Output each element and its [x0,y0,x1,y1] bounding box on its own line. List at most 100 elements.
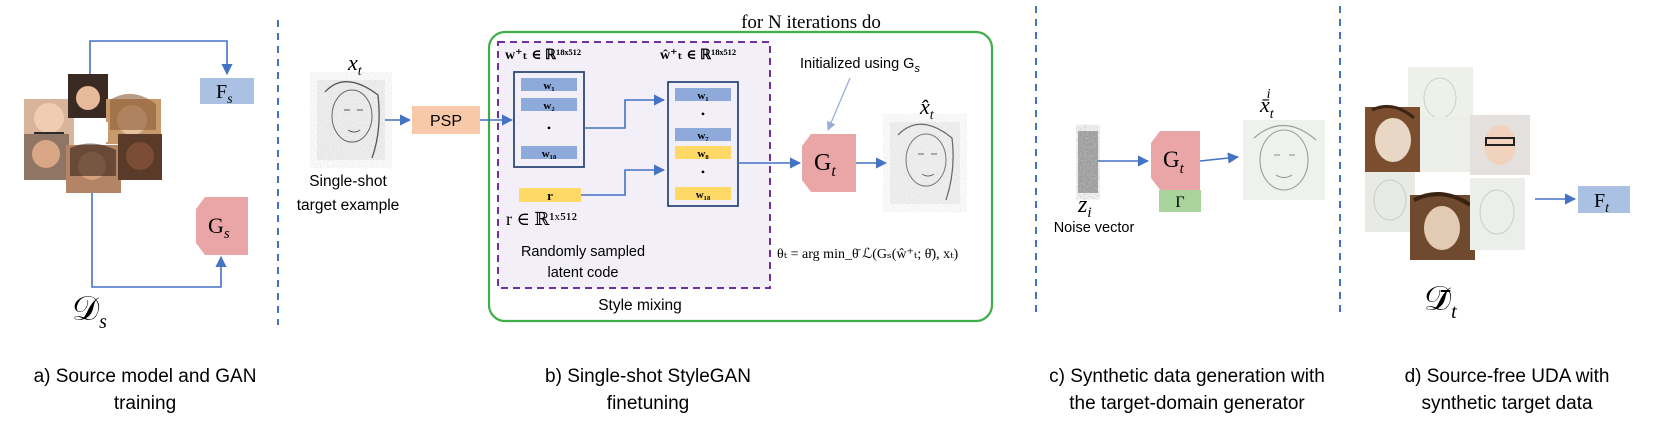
arrow-wplus-to-what [584,94,666,129]
panel-a: Fs Gs 𝒟s a) Source model and GAN trainin… [24,40,257,414]
what-entry-ellipsis-2: • [701,165,705,179]
source-generator-block: Gs [196,197,248,255]
synthetic-superscript: i [1267,87,1271,102]
target-generator-block-b: Gt [802,134,856,192]
svg-text:𝒟̄t: 𝒟̄t [1424,281,1457,323]
svg-text:𝒟s: 𝒟s [72,291,107,333]
svg-text:x̂t: x̂t [919,94,935,123]
wplus-entry-ellipsis: • [547,121,551,135]
arrow-dataset-to-classifier [89,40,233,98]
source-classifier-block: Fs [200,78,254,107]
target-classifier-block: Ft [1578,186,1630,216]
synthetic-sketch-image [1243,120,1325,200]
target-classifier-label: F [1594,190,1605,212]
caption-b-line2: finetuning [607,393,689,414]
svg-text:Gt: Gt [814,150,836,180]
generator-c-subscript: t [1180,161,1185,177]
wplus-entry-w18: w₁₈ [542,148,557,160]
random-latent-bar [519,188,581,202]
caption-c-line1: c) Synthetic data generation with [1049,366,1325,387]
what-entry-w18: w₁₈ [696,189,711,201]
caption-b-line1: b) Single-shot StyleGAN [545,366,751,387]
random-caption-line1: Randomly sampled [521,244,645,260]
what-latent-box [667,81,739,207]
noise-caption: Noise vector [1054,220,1135,236]
noise-vector-image [1078,131,1098,193]
input-image-label: x [347,50,358,75]
generator-c-label: G [1163,147,1180,172]
noise-label: z [1077,192,1088,218]
arrow-init-to-generator [827,77,851,131]
caption-a-line2: training [114,393,176,414]
wplus-space-label: w⁺ₜ ∈ ℝ¹⁸ˣ⁵¹² [505,48,581,63]
input-caption-line2: target example [297,197,400,214]
output-image-label: x̂ [919,94,930,119]
caption-c-line2: the target-domain generator [1069,393,1305,414]
synthetic-label: x̄ [1259,92,1270,117]
svg-text:Initialized using Gs: Initialized using Gs [800,56,920,75]
wplus-entry-w2: w₂ [543,100,555,112]
wplus-entry-w1: w₁ [543,80,554,92]
synthetic-subscript: t [1270,107,1275,122]
svg-text:Ft: Ft [1594,190,1610,216]
arrow-random-to-what [581,164,666,196]
style-mixing-label: Style mixing [598,297,682,314]
panel-c: zi Noise vector Gt Γ x̄ti c) Synthetic d… [1049,87,1325,414]
gamma-label: Γ [1175,194,1184,211]
source-face-collage [24,74,162,193]
input-caption-line1: Single-shot [309,173,387,190]
classifier-subscript: s [227,92,233,107]
what-entry-ellipsis-1: • [701,107,705,121]
gamma-block: Γ [1159,190,1201,212]
target-dataset-subscript: t [1451,301,1457,323]
psp-label: PSP [430,113,462,130]
input-image-subscript: t [358,64,363,79]
svg-text:xt: xt [347,50,363,79]
wplus-latent-entries: w₁ w₂ • w₁₈ [521,78,577,160]
source-dataset-subscript: s [99,311,107,333]
what-entry-w8: w₈ [697,148,709,160]
svg-text:zi: zi [1077,192,1092,221]
classifier-label: F [216,81,227,103]
caption-a-line1: a) Source model and GAN [34,366,257,387]
what-entry-w1: w₁ [697,90,708,102]
synthetic-face-collage [1365,67,1530,260]
wplus-latent-box [513,71,585,168]
caption-d-line2: synthetic target data [1421,393,1593,414]
random-latent-space: r ∈ ℝ¹ˣ⁵¹² [506,209,577,229]
source-dataset-label: 𝒟 [72,291,100,328]
loop-label: for N iterations do [741,12,881,33]
svg-text:Fs: Fs [216,81,233,107]
output-sketch-image [890,122,960,204]
target-generator-block-c: Gt [1151,131,1200,190]
generator-b-label: G [814,150,831,176]
what-latent-entries: w₁ • w₇ w₈ • w₁₈ [675,88,731,201]
generator-b-subscript: t [831,163,836,180]
init-subscript: s [914,63,920,75]
iteration-loop-box [487,30,994,323]
generator-label: G [208,213,224,238]
target-classifier-subscript: t [1605,201,1610,216]
random-caption-line2: latent code [548,265,619,281]
noise-subscript: i [1087,205,1091,221]
psp-encoder-block: PSP [412,106,480,134]
svg-text:x̄ti: x̄ti [1259,87,1275,122]
generator-subscript: s [224,226,230,242]
output-image-subscript: t [930,108,935,123]
arrow-generator-to-synthetic [1199,152,1240,164]
svg-text:Gs: Gs [208,213,230,242]
what-space-label: ŵ⁺ₜ ∈ ℝ¹⁸ˣ⁵¹² [660,48,736,63]
panel-b: for N iterations do Style mixing xt Sing… [297,12,994,414]
target-dataset-label: 𝒟̄ [1424,281,1452,318]
panel-d: Ft 𝒟̄t d) Source-free UDA with synthetic… [1365,67,1630,414]
svg-text:Gt: Gt [1163,147,1185,177]
arrow-dataset-to-generator [91,188,227,288]
caption-d-line1: d) Source-free UDA with [1405,366,1610,387]
style-mixing-box [497,41,771,289]
init-label: Initialized using G [800,56,914,72]
what-entry-w7: w₇ [697,130,709,142]
finetune-objective: θₜ = arg min_θ̄ ℒ(Gₛ(ŵ⁺ₜ; θ̄), xₜ) [777,247,959,262]
random-latent-label: r [547,188,553,203]
input-sketch-image [317,80,385,160]
